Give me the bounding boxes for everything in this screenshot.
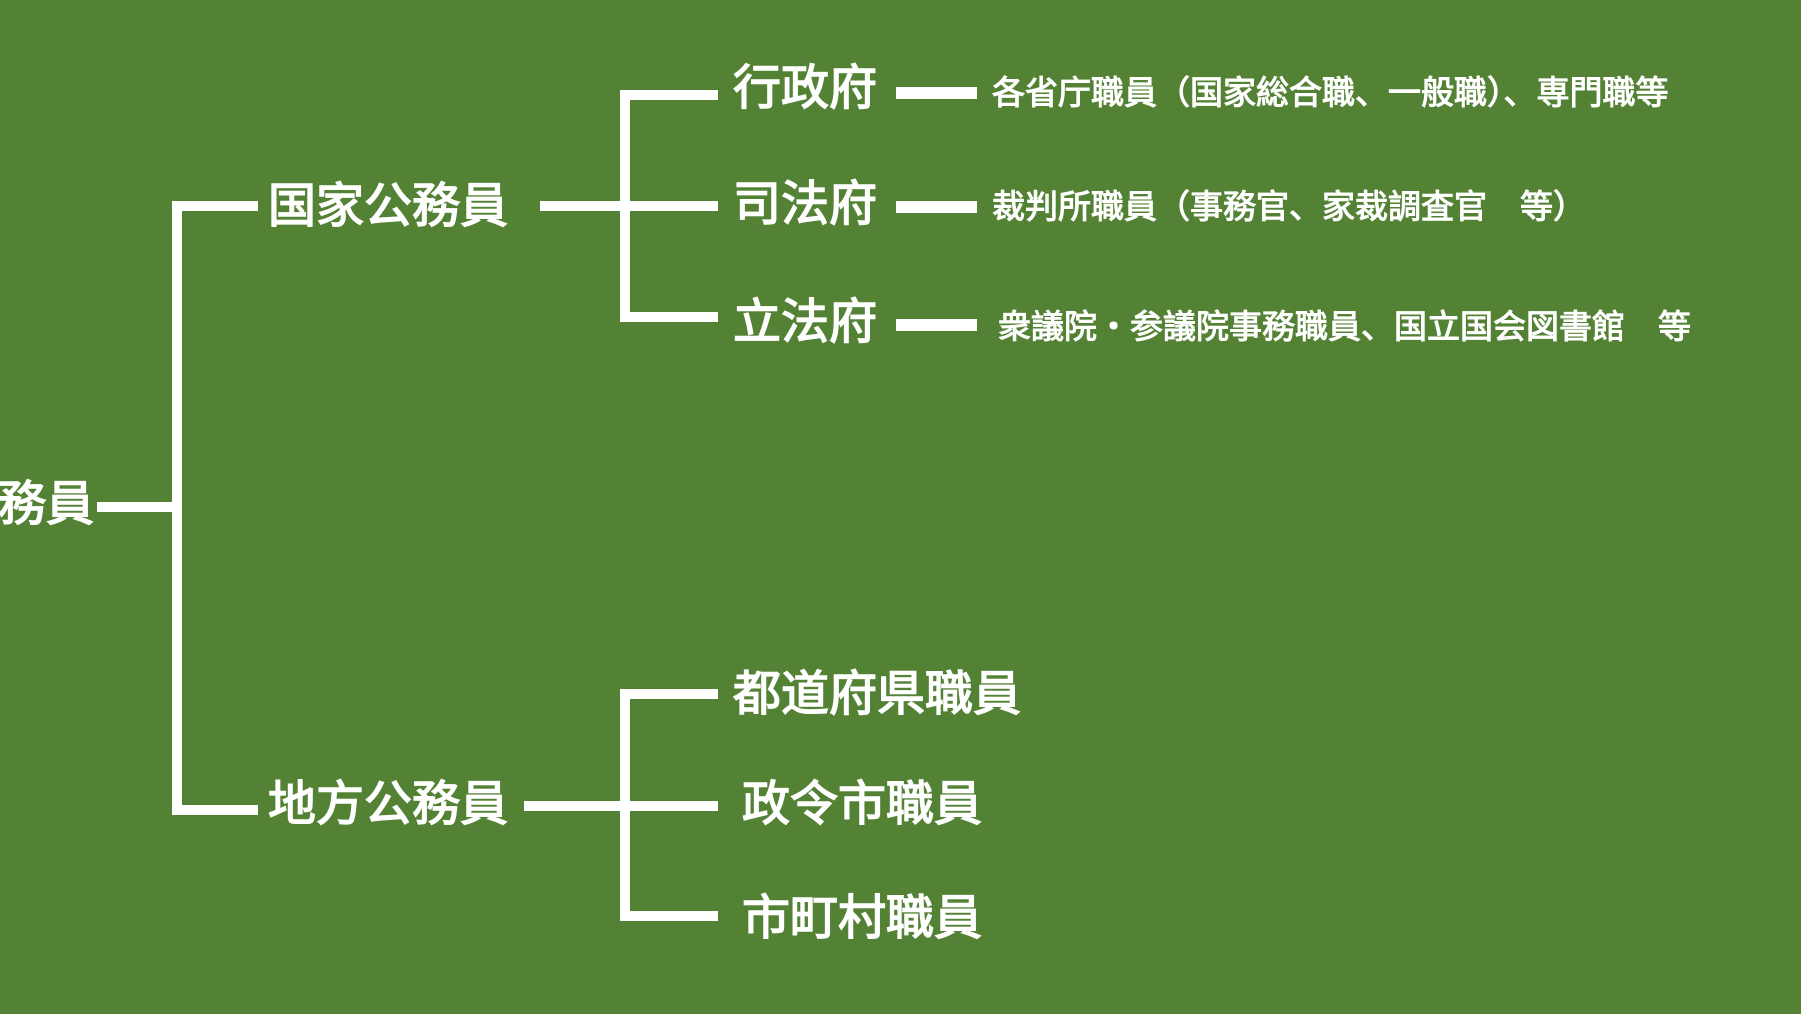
national-label: 国家公務員 bbox=[268, 178, 509, 234]
detail-judicial-text: 裁判所職員（事務官、家裁調査官 等） bbox=[992, 187, 1586, 226]
branch-executive-label: 行政府 bbox=[733, 60, 878, 116]
detail-dash-executive bbox=[896, 87, 977, 99]
national-out-connector bbox=[540, 201, 630, 211]
local-out-connector bbox=[524, 801, 630, 811]
branch-connector-prefecture bbox=[620, 689, 718, 699]
branch-legislative-label: 立法府 bbox=[733, 294, 878, 350]
local-prefecture-label: 都道府県職員 bbox=[733, 666, 1022, 722]
local-municipality-label: 市町村職員 bbox=[742, 890, 983, 946]
branch-judicial-label: 司法府 bbox=[733, 176, 878, 232]
detail-executive-text: 各省庁職員（国家総合職、一般職）、専門職等 bbox=[992, 73, 1669, 112]
branch-connector-designated-city bbox=[620, 801, 718, 811]
national-connector bbox=[172, 201, 258, 211]
local-connector bbox=[172, 805, 258, 815]
branch-connector-legislative bbox=[620, 312, 718, 322]
detail-dash-legislative bbox=[896, 319, 977, 331]
detail-dash-judicial bbox=[896, 201, 977, 213]
local-label: 地方公務員 bbox=[268, 776, 509, 832]
root-vertical-line bbox=[172, 201, 182, 815]
root-connector bbox=[97, 502, 173, 512]
branch-connector-municipality bbox=[620, 911, 718, 921]
detail-legislative-text: 衆議院・参議院事務職員、国立国会図書館 等 bbox=[998, 307, 1691, 346]
branch-connector-judicial bbox=[620, 201, 718, 211]
local-designated-city-label: 政令市職員 bbox=[742, 776, 983, 832]
branch-connector-executive bbox=[620, 90, 718, 100]
root-label: 務員 bbox=[0, 476, 95, 532]
